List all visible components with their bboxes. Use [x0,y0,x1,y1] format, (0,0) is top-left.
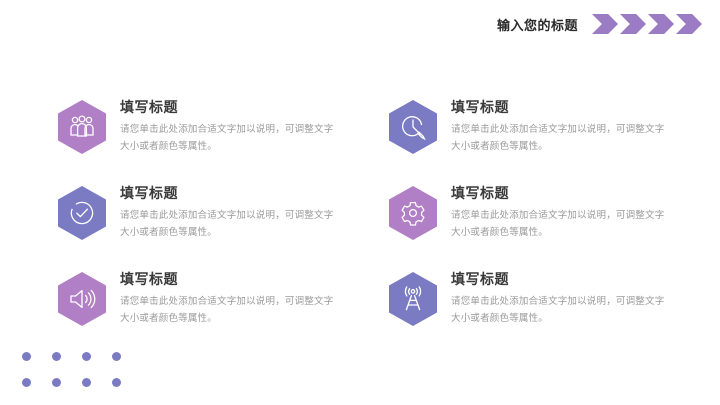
decorative-dot [112,352,121,361]
broadcast-tower-icon [404,286,422,311]
feature-item[interactable]: 填写标题 请您单击此处添加合适文字加以说明，可调整文字大小或者颜色等属性。 [58,270,347,356]
chevron-right-icon [592,14,618,34]
feature-description: 请您单击此处添加合适文字加以说明，可调整文字大小或者颜色等属性。 [451,124,665,153]
page-header: 输入您的标题 [497,14,702,34]
feature-title: 填写标题 [451,271,509,287]
decorative-dot [82,352,91,361]
hexagon-badge [58,272,106,326]
decorative-dot [52,352,61,361]
feature-description: 请您单击此处添加合适文字加以说明，可调整文字大小或者颜色等属性。 [451,210,665,239]
decorative-dot [52,378,61,387]
speaker-icon [70,289,96,309]
group-people-icon [70,115,94,137]
feature-title: 填写标题 [120,99,178,115]
feature-title: 填写标题 [120,185,178,201]
feature-item[interactable]: 填写标题 请您单击此处添加合适文字加以说明，可调整文字大小或者颜色等属性。 [389,184,678,270]
decorative-dot [82,378,91,387]
feature-description: 请您单击此处添加合适文字加以说明，可调整文字大小或者颜色等属性。 [451,296,665,325]
hexagon-badge [389,186,437,240]
chevron-arrows-decoration [592,14,702,34]
decorative-dot-grid [22,352,121,387]
chevron-right-icon [676,14,702,34]
decorative-dot [22,352,31,361]
feature-title: 填写标题 [451,99,509,115]
hexagon-badge [389,272,437,326]
feature-item[interactable]: 填写标题 请您单击此处添加合适文字加以说明，可调整文字大小或者颜色等属性。 [389,270,678,356]
feature-text: 填写标题 请您单击此处添加合适文字加以说明，可调整文字大小或者颜色等属性。 [120,184,335,242]
feature-text: 填写标题 请您单击此处添加合适文字加以说明，可调整文字大小或者颜色等属性。 [451,184,666,242]
feature-grid: 填写标题 请您单击此处添加合适文字加以说明，可调整文字大小或者颜色等属性。 填写… [58,98,678,356]
pen-circle-icon [402,116,426,140]
feature-item[interactable]: 填写标题 请您单击此处添加合适文字加以说明，可调整文字大小或者颜色等属性。 [58,184,347,270]
hexagon-badge [58,100,106,154]
page-title: 输入您的标题 [496,17,578,33]
feature-item[interactable]: 填写标题 请您单击此处添加合适文字加以说明，可调整文字大小或者颜色等属性。 [389,98,678,184]
feature-text: 填写标题 请您单击此处添加合适文字加以说明，可调整文字大小或者颜色等属性。 [451,98,666,156]
feature-text: 填写标题 请您单击此处添加合适文字加以说明，可调整文字大小或者颜色等属性。 [120,270,335,328]
feature-description: 请您单击此处添加合适文字加以说明，可调整文字大小或者颜色等属性。 [120,210,334,239]
hexagon-badge [389,100,437,154]
feature-description: 请您单击此处添加合适文字加以说明，可调整文字大小或者颜色等属性。 [120,124,334,153]
hexagon-badge [58,186,106,240]
decorative-dot [22,378,31,387]
decorative-dot [112,378,121,387]
feature-description: 请您单击此处添加合适文字加以说明，可调整文字大小或者颜色等属性。 [120,296,334,325]
feature-text: 填写标题 请您单击此处添加合适文字加以说明，可调整文字大小或者颜色等属性。 [120,98,335,156]
feature-item[interactable]: 填写标题 请您单击此处添加合适文字加以说明，可调整文字大小或者颜色等属性。 [58,98,347,184]
feature-text: 填写标题 请您单击此处添加合适文字加以说明，可调整文字大小或者颜色等属性。 [451,270,666,328]
feature-title: 填写标题 [120,271,178,287]
chevron-right-icon [648,14,674,34]
check-circle-icon [70,201,94,225]
gear-icon [401,201,425,226]
chevron-right-icon [620,14,646,34]
feature-title: 填写标题 [451,185,509,201]
